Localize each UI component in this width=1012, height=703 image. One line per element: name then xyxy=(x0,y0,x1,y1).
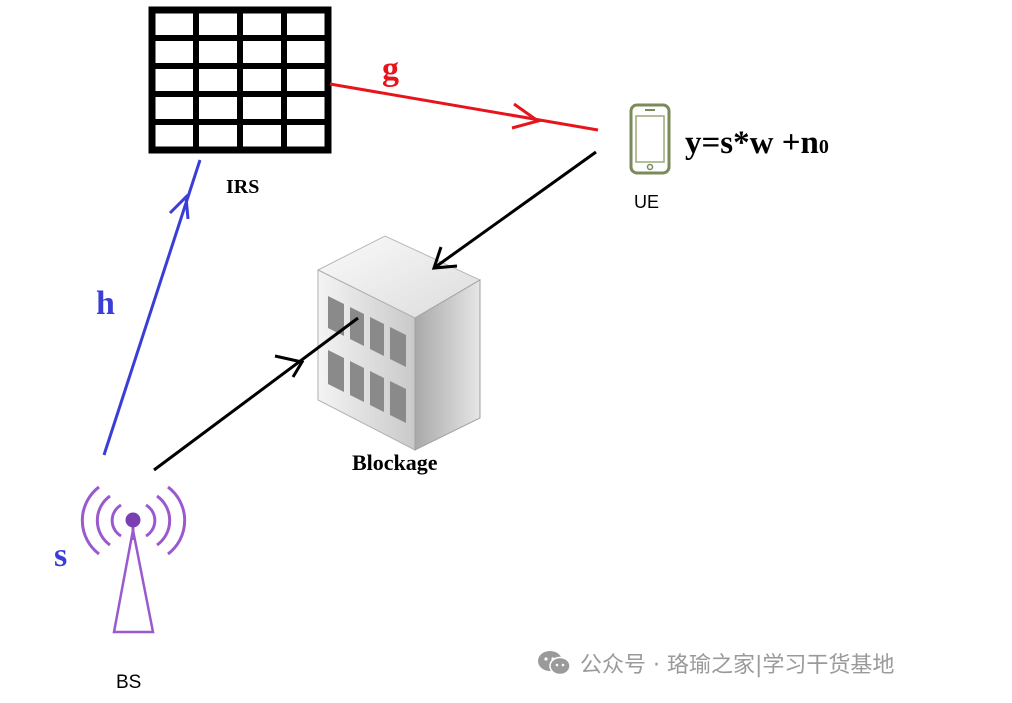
blockage-building-icon xyxy=(316,235,482,451)
watermark-text: 公众号 · 珞瑜之家|学习干货基地 xyxy=(580,653,895,678)
equation-main: y=s*w +n xyxy=(685,125,819,161)
irs-label: IRS xyxy=(226,176,259,198)
received-signal-equation: y=s*w +n0 xyxy=(685,125,829,161)
ue-to-blockage-arrow xyxy=(431,150,597,270)
bs-to-blockage-arrow xyxy=(153,316,359,472)
h-label: h xyxy=(96,285,115,322)
irs-panel xyxy=(148,6,332,154)
watermark: 公众号 · 珞瑜之家|学习干货基地 xyxy=(536,646,894,680)
equation-subscript: 0 xyxy=(819,136,829,158)
g-link-arrow xyxy=(329,82,599,132)
s-label: s xyxy=(54,537,67,574)
wechat-icon xyxy=(538,651,571,676)
ue-phone-icon xyxy=(629,103,671,175)
bs-label: BS xyxy=(116,672,141,693)
blockage-label: Blockage xyxy=(352,450,438,475)
g-label: g xyxy=(382,51,399,88)
ue-label: UE xyxy=(634,192,659,212)
h-link-arrow xyxy=(102,159,202,456)
bs-antenna-icon xyxy=(80,485,187,634)
